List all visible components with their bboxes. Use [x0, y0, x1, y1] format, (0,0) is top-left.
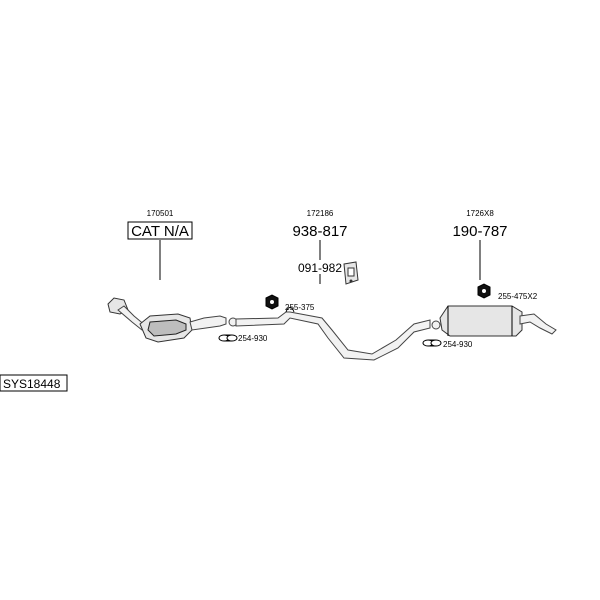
rear-muffler-label[interactable]: 190-787 [452, 223, 507, 240]
clamp-rear[interactable] [422, 339, 442, 347]
hanger-hole [349, 279, 353, 283]
rear-muffler[interactable] [431, 305, 557, 337]
diagram-id-box [0, 374, 68, 392]
center-pipe-hook [285, 307, 295, 313]
catalyst-outlet-pipe [189, 315, 227, 331]
hanger-bracket[interactable] [343, 261, 359, 285]
rear-muffler-body [439, 305, 523, 337]
nut-center[interactable] [265, 294, 279, 310]
nut-rear-label: 255-475X2 [498, 292, 538, 301]
center-pipe-label[interactable]: 938-817 [292, 223, 347, 240]
hanger-label[interactable]: 091-982 [298, 261, 342, 275]
center-pipe-ref: 172186 [307, 209, 334, 218]
catalyst-label[interactable]: CAT N/A [131, 223, 189, 240]
center-pipe-body [235, 311, 431, 361]
diagram-id: SYS18448 [3, 377, 61, 391]
nut-rear[interactable] [477, 283, 491, 299]
tail-pipe [519, 313, 557, 335]
clamp-front-right-ring [226, 334, 238, 342]
clamp-front[interactable] [218, 334, 238, 342]
rear-muffler-inlet-collar [431, 320, 441, 330]
nut-center-label: 255-375 [285, 303, 315, 312]
catalyst-label-box [127, 221, 193, 240]
catalytic-converter[interactable] [107, 297, 227, 343]
center-pipe[interactable] [228, 307, 431, 361]
nut-rear-hole [482, 289, 486, 293]
nut-center-hole [270, 300, 274, 304]
hanger-slot [347, 267, 355, 277]
rear-muffler-ref: 1726X8 [466, 209, 494, 218]
clamp-rear-label: 254-930 [443, 340, 473, 349]
clamp-front-label: 254-930 [238, 334, 268, 343]
clamp-rear-right-ring [430, 339, 442, 347]
catalyst-ref: 170501 [147, 209, 174, 218]
catalyst-core [147, 319, 187, 337]
